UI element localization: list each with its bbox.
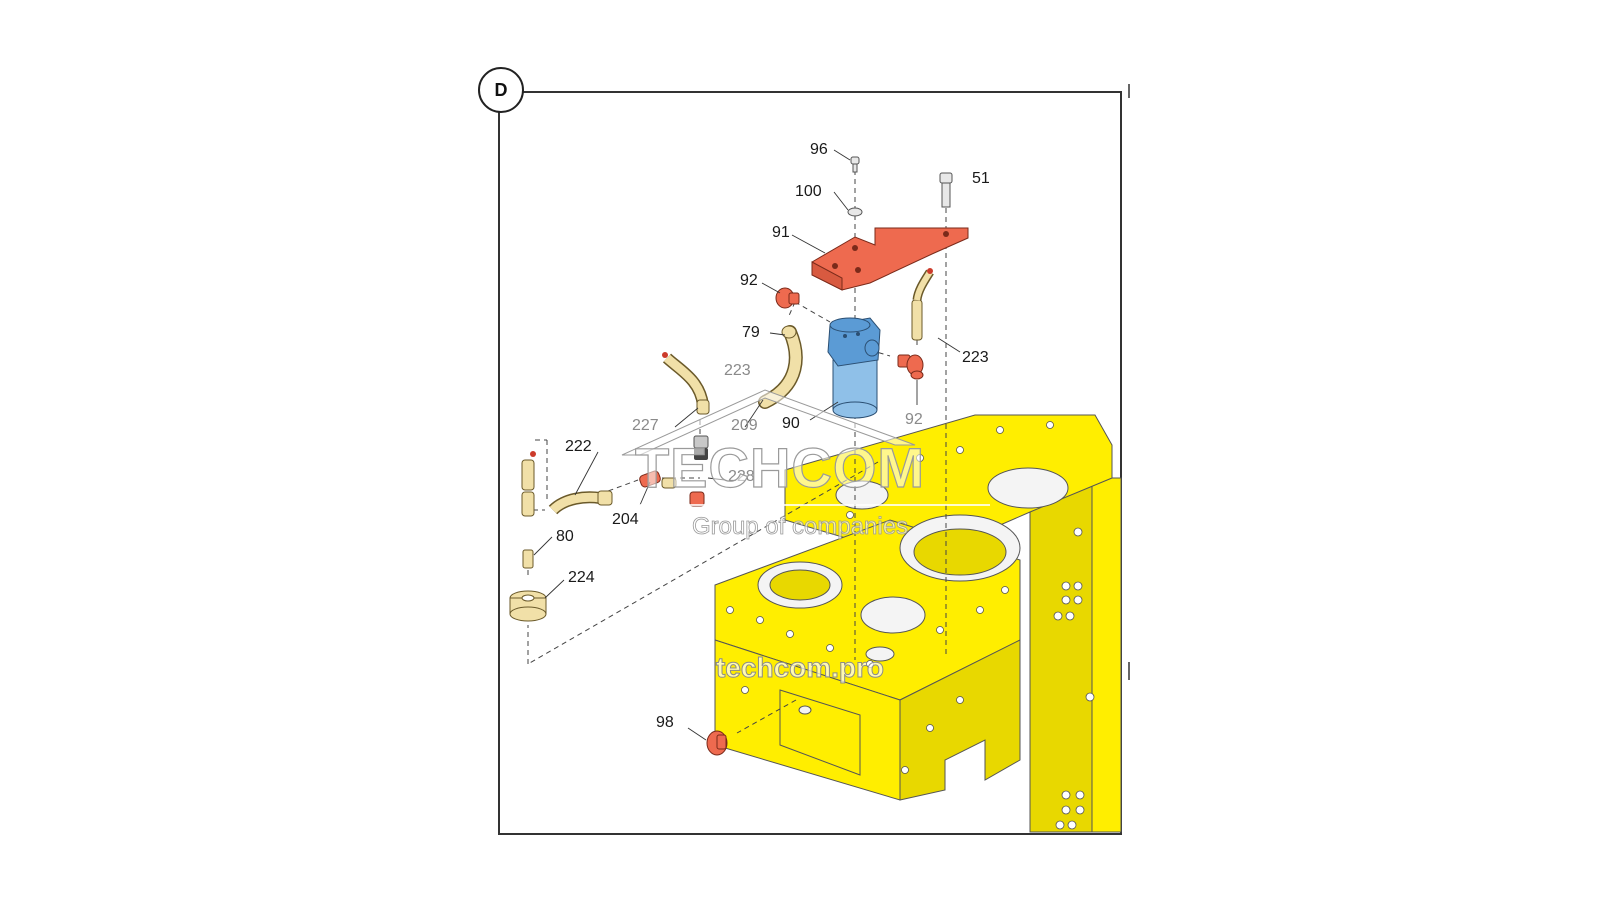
plug-92-upper: [775, 287, 800, 309]
leader-lines: [533, 149, 961, 741]
mounting-bracket-91: [811, 227, 969, 291]
watermark-tagline: Group of companies: [692, 513, 908, 540]
label-228: 228: [728, 468, 755, 485]
assembly-guide-lines: [527, 170, 947, 734]
label-100: 100: [795, 183, 822, 200]
plug-92-right: [897, 354, 924, 380]
part-number-labels: 96 100 51 91 92 79 223 223 92 90 209 227…: [556, 141, 990, 731]
view-label: D: [495, 80, 508, 100]
label-209: 209: [731, 417, 758, 434]
hose-fitting-223-left: [662, 352, 710, 415]
view-label-badge: D: [478, 67, 524, 113]
screw-96: [850, 156, 860, 173]
fitting-228: [639, 470, 705, 507]
label-80: 80: [556, 528, 574, 545]
watermark-brand: TECHCOM: [635, 436, 925, 499]
label-224: 224: [568, 569, 595, 586]
label-98: 98: [656, 714, 674, 731]
label-227: 227: [632, 417, 659, 434]
label-91: 91: [772, 224, 790, 241]
label-92-upper: 92: [740, 272, 758, 289]
bushing-224: [509, 590, 547, 622]
hose-fitting-223-right: [911, 268, 934, 341]
label-222: 222: [565, 438, 592, 455]
hose-222: [548, 490, 613, 515]
label-223-left: 223: [724, 362, 751, 379]
transmission-housing: [714, 414, 1122, 833]
label-223-right: 223: [962, 349, 989, 366]
label-204: 204: [612, 511, 639, 528]
label-51: 51: [972, 170, 990, 187]
watermark-roof: [621, 389, 916, 456]
oil-filter-90: [827, 317, 881, 419]
label-92-right: 92: [905, 411, 923, 428]
watermark-url: techcom.pro: [716, 652, 884, 683]
bolt-51: [939, 172, 953, 208]
label-96: 96: [810, 141, 828, 158]
hose-204: [521, 451, 536, 517]
plug-98: [706, 730, 728, 756]
washer-100: [847, 207, 863, 217]
watermark: TECHCOM Group of companies techcom.pro: [620, 389, 990, 684]
nipple-80: [522, 549, 534, 569]
adapter-227: [693, 435, 709, 460]
label-90: 90: [782, 415, 800, 432]
label-79: 79: [742, 324, 760, 341]
